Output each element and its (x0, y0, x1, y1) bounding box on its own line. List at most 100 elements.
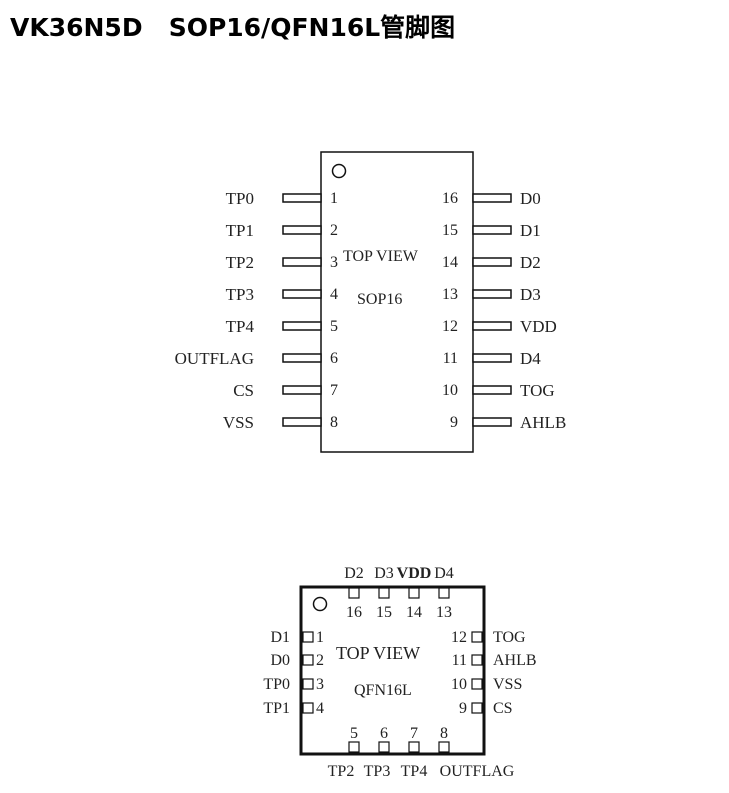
qfn16l-pin-name: TP3 (364, 763, 391, 780)
qfn16l-pin-number: 9 (459, 700, 467, 717)
qfn16l-pin-name: D1 (270, 629, 290, 646)
sop16-pin-name: VSS (223, 413, 254, 432)
sop16-pin-name: AHLB (520, 413, 566, 432)
qfn16l-pin-number: 6 (380, 725, 388, 742)
qfn16l-pin-11: AHLB 11 (452, 652, 537, 669)
qfn16l-pin-pad (348, 741, 360, 753)
sop16-pin-number: 14 (442, 254, 458, 271)
qfn16l-pin-number: 2 (316, 652, 324, 669)
sop16-pin-number: 11 (443, 350, 458, 367)
sop16-pin-lead (472, 193, 512, 203)
sop16-pin-number: 2 (330, 222, 338, 239)
sop16-pin-6: OUTFLAG 6 (175, 349, 338, 368)
qfn16l-pin-pad (471, 678, 483, 690)
sop16-pin-lead (472, 225, 512, 235)
sop16-pin-name: VDD (520, 317, 557, 336)
qfn16l-view-label: TOP VIEW (336, 643, 420, 663)
sop16-pin-8: VSS 8 (223, 413, 338, 432)
sop16-pin-lead (282, 257, 322, 267)
qfn16l-pin-10: VSS 10 (451, 676, 522, 693)
qfn16l-pin-pad (438, 587, 450, 599)
qfn16l-pin-number: 1 (316, 629, 324, 646)
qfn16l-pin-name: TOG (493, 629, 526, 646)
sop16-pin-11: D4 11 (443, 349, 542, 368)
qfn16l-pin-12: TOG 12 (451, 629, 526, 646)
qfn16l-pin-name: D0 (270, 652, 290, 669)
qfn16l-package-label: QFN16L (354, 682, 412, 699)
qfn16l-pin-pad (438, 741, 450, 753)
qfn16l-pin-name: D2 (344, 565, 364, 582)
qfn16l-pin-name: TP1 (263, 700, 290, 717)
qfn16l-pin-pad (471, 654, 483, 666)
sop16-body (320, 151, 474, 453)
qfn16l-pin-pad (378, 587, 390, 599)
sop16-pin-lead (472, 289, 512, 299)
sop16-pin-lead (282, 193, 322, 203)
sop16-pin-name: D3 (520, 285, 541, 304)
qfn16l-pin-number: 12 (451, 629, 467, 646)
sop16-pin-number: 3 (330, 254, 338, 271)
sop16-pin-number: 4 (330, 286, 338, 303)
qfn16l-pin-pad (302, 702, 314, 714)
sop16-pin-number: 6 (330, 350, 338, 367)
qfn16l-pin-name: TP2 (328, 763, 355, 780)
sop16-package-label: SOP16 (357, 291, 402, 308)
qfn16l-pin-name: VDD (397, 565, 432, 582)
qfn16l-pin-number: 15 (376, 604, 392, 621)
sop16-pin1-marker (331, 163, 347, 179)
qfn16l-pin-pad (378, 741, 390, 753)
qfn16l-pin-name: VSS (493, 676, 522, 693)
qfn16l-pin-1: D1 1 (270, 629, 324, 646)
qfn16l-pin-pad (302, 678, 314, 690)
qfn16l-pin-name: TP4 (401, 763, 428, 780)
qfn16l-pin-name: TP0 (263, 676, 290, 693)
sop16-pin-name: D2 (520, 253, 541, 272)
sop16-view-label: TOP VIEW (343, 248, 419, 265)
sop16-pin-lead (472, 353, 512, 363)
sop16-pin-number: 10 (442, 382, 458, 399)
sop16-pin-name: D1 (520, 221, 541, 240)
sop16-pin-number: 5 (330, 318, 338, 335)
qfn16l-pin-pad (408, 741, 420, 753)
sop16-pin-name: D4 (520, 349, 541, 368)
qfn16l-pin-pad (408, 587, 420, 599)
qfn16l-pin-name: OUTFLAG (440, 763, 515, 780)
sop16-pin-number: 13 (442, 286, 458, 303)
sop16-pin-number: 15 (442, 222, 458, 239)
qfn16l-pin-name: D4 (434, 565, 454, 582)
qfn16l-pin-pad (471, 631, 483, 643)
sop16-pin-name: OUTFLAG (175, 349, 254, 368)
sop16-pin-lead (472, 257, 512, 267)
qfn16l-pin-pad (302, 631, 314, 643)
qfn16l-pin-number: 11 (452, 652, 467, 669)
qfn16l-body (299, 585, 486, 756)
sop16-pin-number: 1 (330, 190, 338, 207)
qfn16l-pin-name: D3 (374, 565, 394, 582)
sop16-pin-lead (282, 321, 322, 331)
sop16-pin-lead (472, 385, 512, 395)
sop16-pin-name: TOG (520, 381, 555, 400)
sop16-pin-number: 8 (330, 414, 338, 431)
sop16-pin-13: D3 13 (442, 285, 541, 304)
sop16-pin-number: 16 (442, 190, 458, 207)
qfn16l-pin-number: 8 (440, 725, 448, 742)
qfn16l-pin-number: 7 (410, 725, 418, 742)
qfn16l-pin-pad (302, 654, 314, 666)
qfn16l-pin-name: AHLB (493, 652, 537, 669)
sop16-pin-15: D1 15 (442, 221, 541, 240)
qfn16l-pin-number: 10 (451, 676, 467, 693)
qfn16l-pin-15: D3 15 (374, 565, 394, 621)
